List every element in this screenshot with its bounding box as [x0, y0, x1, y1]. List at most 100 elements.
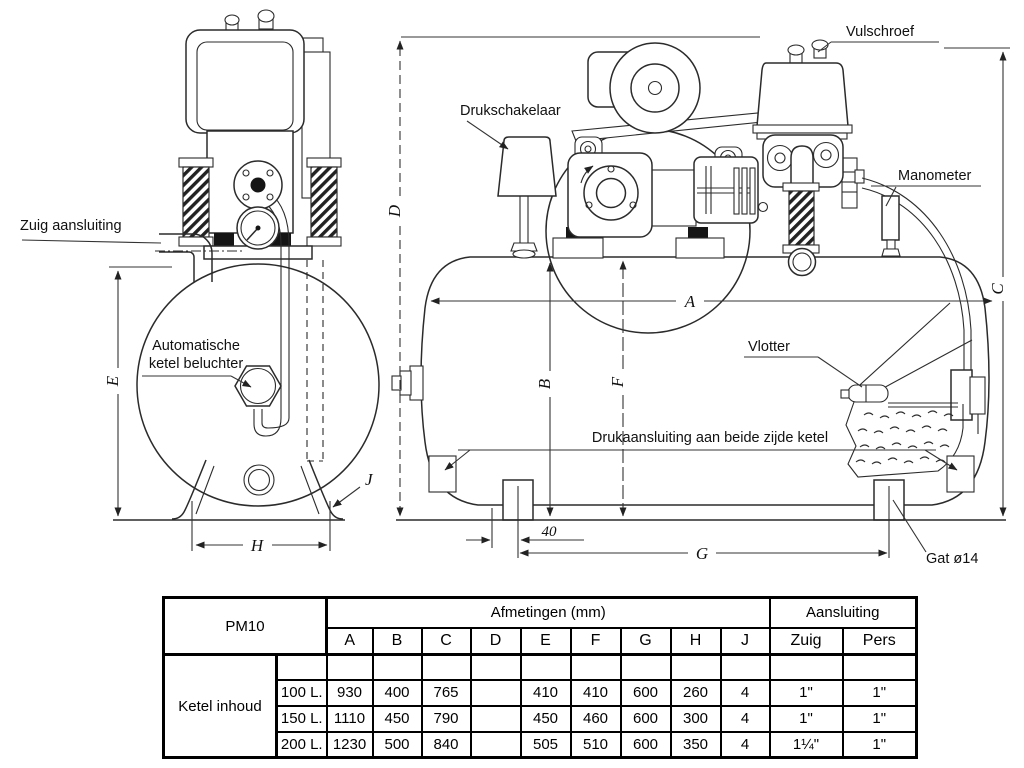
group-label: Ketel inhoud: [162, 653, 278, 759]
front-right-leg: [308, 459, 344, 520]
model-title: PM10: [162, 596, 328, 656]
motor-front: [185, 29, 305, 134]
cell-100-B: 400: [371, 678, 423, 707]
cell-100-E: 410: [519, 678, 572, 707]
side-view: [391, 36, 1006, 558]
col-header-zuig: Zuig: [768, 626, 844, 656]
cell-200-pers: 1": [841, 730, 918, 759]
dimensions: D E A B F C H J G: [103, 40, 1010, 563]
cell-200-G: 600: [619, 730, 672, 759]
dim-letter-G: G: [696, 544, 708, 563]
air-chamber: [756, 62, 849, 127]
front-view: [113, 9, 380, 521]
cell-200-H: 350: [669, 730, 722, 759]
gat-label: Gat ø14: [926, 551, 978, 567]
col-header-G: G: [619, 626, 672, 656]
cell-150-J: 4: [719, 704, 771, 733]
dim-letter-A: A: [684, 292, 696, 311]
vulschroef-label: Vulschroef: [846, 24, 915, 40]
right-end-fitting: [950, 369, 973, 421]
cell-150-B: 450: [371, 704, 423, 733]
vlotter-label: Vlotter: [748, 339, 790, 355]
cell-150-A: 1110: [325, 704, 374, 733]
left-damper: [182, 166, 210, 238]
suction-elbow: [159, 233, 213, 282]
cell-150-F: 460: [569, 704, 622, 733]
compressor-diagram: D E A B F C H J G: [20, 9, 1010, 567]
table-row-150l: 150 L. 1110 450 790 450 460 600 300 4 1"…: [164, 704, 918, 733]
cell-100-H: 260: [669, 678, 722, 707]
cell-200-J: 4: [719, 730, 771, 759]
pulley: [609, 42, 701, 134]
col-header-D: D: [469, 626, 522, 656]
left-end-fitting: [409, 365, 424, 401]
dim-letter-J: J: [365, 470, 374, 489]
aansluiting-header: Aansluiting: [768, 596, 918, 629]
cell-200-A: 1230: [325, 730, 374, 759]
dim-letter-H: H: [250, 536, 265, 555]
dim-letter-E: E: [103, 375, 122, 387]
cell-100-C: 765: [420, 678, 472, 707]
cell-100-G: 600: [619, 678, 672, 707]
side-port-left: [428, 455, 457, 493]
cell-150-zuig: 1": [768, 704, 844, 733]
dim-letter-C: C: [988, 283, 1007, 295]
cell-200-C: 840: [420, 730, 472, 759]
dim-letter-D: D: [385, 204, 404, 218]
cell-150-pers: 1": [841, 704, 918, 733]
col-header-F: F: [569, 626, 622, 656]
size-label: 100 L.: [275, 678, 328, 707]
cell-100-pers: 1": [841, 678, 918, 707]
zuig-aansluiting-label: Zuig aansluiting: [20, 218, 122, 234]
size-label: 150 L.: [275, 704, 328, 733]
drukaansluiting-label: Drukaansluiting aan beide zijde ketel: [592, 430, 828, 446]
front-left-leg: [171, 459, 207, 520]
cell-200-E: 505: [519, 730, 572, 759]
water-hatching: [863, 410, 954, 419]
cell-150-E: 450: [519, 704, 572, 733]
cell-200-B: 500: [371, 730, 423, 759]
cell-150-C: 790: [420, 704, 472, 733]
col-header-E: E: [519, 626, 572, 656]
tank-side: [420, 256, 990, 506]
cell-100-F: 410: [569, 678, 622, 707]
pressure-switch: [497, 136, 557, 197]
dim-40: 40: [542, 524, 558, 540]
cell-100-zuig: 1": [768, 678, 844, 707]
manometer-label: Manometer: [898, 168, 972, 184]
cell-200-F: 510: [569, 730, 622, 759]
cell-100-J: 4: [719, 678, 771, 707]
cell-150-G: 600: [619, 704, 672, 733]
beluchter-label-line2: ketel beluchter: [149, 356, 243, 372]
cell-200-zuig: 1¼": [768, 730, 844, 759]
cell-200-D: [469, 730, 522, 759]
side-port-right: [946, 455, 975, 493]
table-row-200l: 200 L. 1230 500 840 505 510 600 350 4 1¼…: [164, 730, 918, 759]
table-row-100l: 100 L. 930 400 765 410 410 600 260 4 1" …: [164, 678, 918, 707]
spec-table: PM10 Afmetingen (mm) Aansluiting A B C D…: [162, 596, 918, 759]
callout-labels: Vulschroef Drukschakelaar Manometer Zuig…: [20, 24, 981, 567]
col-header-C: C: [420, 626, 472, 656]
right-damper: [310, 166, 338, 238]
cell-150-H: 300: [669, 704, 722, 733]
col-header-B: B: [371, 626, 423, 656]
size-label: 200 L.: [275, 730, 328, 759]
cell-100-A: 930: [325, 678, 374, 707]
afmetingen-header: Afmetingen (mm): [325, 596, 771, 629]
side-damper: [788, 190, 815, 246]
col-header-H: H: [669, 626, 722, 656]
float: [847, 384, 889, 403]
spacer-row: Ketel inhoud: [162, 653, 917, 759]
drukschakelaar-label: Drukschakelaar: [460, 103, 561, 119]
beluchter-label-line1: Automatische: [152, 338, 240, 354]
dim-letter-F: F: [608, 376, 627, 388]
col-header-J: J: [719, 626, 771, 656]
col-header-pers: Pers: [841, 626, 918, 656]
cell-100-D: [469, 678, 522, 707]
valve-block: [693, 156, 759, 224]
rotation-arrow: [580, 165, 594, 184]
cell-150-D: [469, 704, 522, 733]
dim-letter-B: B: [535, 378, 554, 389]
col-header-A: A: [325, 626, 374, 656]
